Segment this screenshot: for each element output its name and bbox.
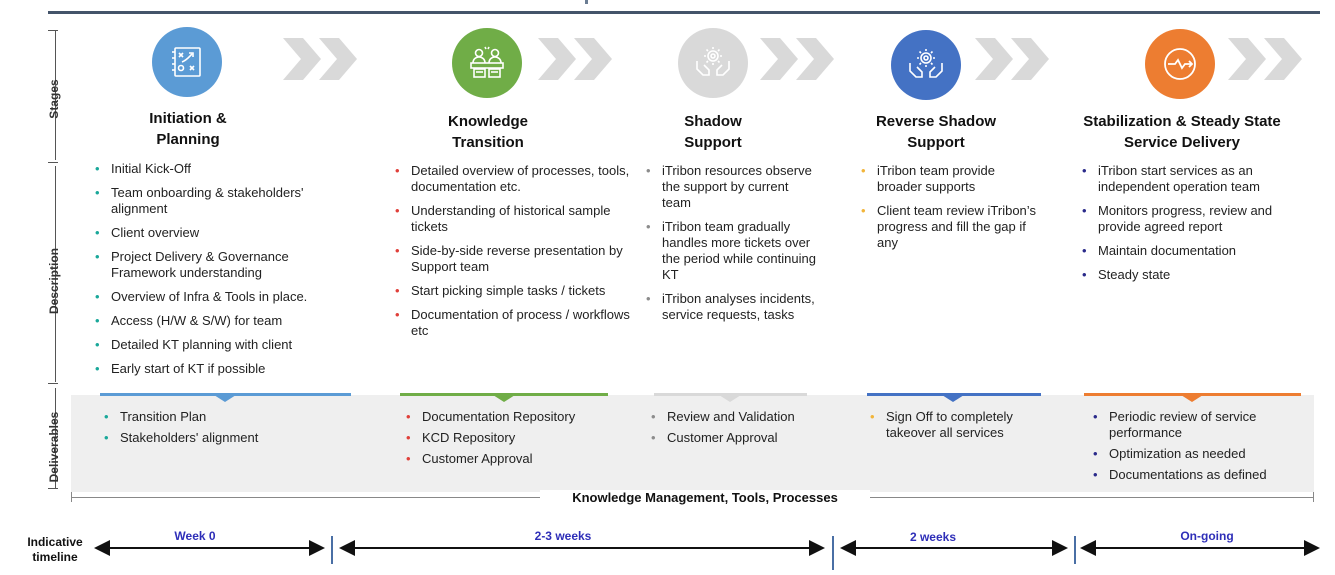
list-item: Detailed KT planning with client [95,337,335,353]
chevron-arrow-4 [975,38,1049,80]
list-item: iTribon start services as an independent… [1082,163,1307,195]
stage-3-icon-circle [678,28,748,98]
list-item: Project Delivery & Governance Framework … [95,249,335,281]
timeline-separator [1074,536,1076,564]
stage-5-icon-circle [1145,29,1215,99]
stage-2-icon-circle [452,28,522,98]
timeline-title: Indicative timeline [27,535,83,564]
stage-3-deliverables-list: Review and Validation Customer Approval [651,409,831,451]
list-item: Customer Approval [651,430,831,446]
list-item: Client team review iTribon’s progress an… [861,203,1036,251]
stage-1-deliverables-list: Transition Plan Stakeholders' alignment [104,409,264,451]
list-item: Sign Off to completely takeover all serv… [870,409,1045,441]
stage-2-deliverables-list: Documentation Repository KCD Repository … [406,409,626,472]
list-item: Documentation Repository [406,409,626,425]
stage-1-deliverable-notch [214,395,236,402]
list-item: Periodic review of service performance [1093,409,1293,441]
top-rule-tick [585,0,588,4]
row-label-stages: Stages [47,79,61,119]
list-item: Monitors progress, review and provide ag… [1082,203,1307,235]
chevron-arrow-3 [760,38,834,80]
stage-2-description-list: Detailed overview of processes, tools, d… [395,163,635,347]
list-item: Side-by-side reverse presentation by Sup… [395,243,635,275]
knowledge-management-label: Knowledge Management, Tools, Processes [540,490,870,505]
bracket-tick [48,383,58,384]
list-item: Documentation of process / workflows etc [395,307,635,339]
row-label-description: Description [47,248,61,315]
stage-4-deliverable-notch [942,395,964,402]
chevron-arrow-5 [1228,38,1302,80]
list-item: Initial Kick-Off [95,161,335,177]
stage-3-deliverable-notch [719,395,741,402]
list-item: iTribon team gradually handles more tick… [646,219,816,283]
list-item: Maintain documentation [1082,243,1307,259]
stages-bracket [55,30,56,160]
stage-1-icon-circle [152,27,222,97]
list-item: Review and Validation [651,409,831,425]
list-item: Documentations as defined [1093,467,1293,483]
knowledge-management-tick-left [71,492,72,502]
timeline-label-2-weeks: 2 weeks [909,530,957,544]
stage-4-deliverables-list: Sign Off to completely takeover all serv… [870,409,1045,446]
stage-2-deliverable-notch [493,395,515,402]
stage-1-description-list: Initial Kick-Off Team onboarding & stake… [95,161,335,385]
chevron-arrow-1 [283,38,357,80]
list-item: Access (H/W & S/W) for team [95,313,335,329]
stage-3-deliverable-bar [654,393,807,396]
list-item: Optimization as needed [1093,446,1293,462]
list-item: Steady state [1082,267,1307,283]
list-item: Transition Plan [104,409,264,425]
stage-4-deliverable-bar [867,393,1041,396]
timeline-separator [331,536,333,564]
list-item: Team onboarding & stakeholders' alignmen… [95,185,335,217]
timeline-label-week0: Week 0 [174,529,216,543]
row-label-deliverables: Deliverables [47,411,61,483]
hands-gear-icon [696,47,730,76]
list-item: Customer Approval [406,451,626,467]
list-item: iTribon analyses incidents, service requ… [646,291,816,323]
stage-5-description-list: iTribon start services as an independent… [1082,163,1307,291]
list-item: Stakeholders' alignment [104,430,264,446]
description-bracket [55,166,56,382]
bracket-tick [48,30,58,31]
stage-1-title: Initiation &Planning [149,110,227,148]
list-item: Detailed overview of processes, tools, d… [395,163,635,195]
list-item: Understanding of historical sample ticke… [395,203,635,235]
meeting-icon [470,46,504,78]
list-item: Overview of Infra & Tools in place. [95,289,335,305]
stage-1-deliverable-bar [100,393,351,396]
list-item: Early start of KT if possible [95,361,335,377]
timeline-label-ongoing: On-going [1180,529,1234,543]
bracket-tick [48,488,58,489]
hands-gear-icon [909,49,943,78]
list-item: Start picking simple tasks / tickets [395,283,635,299]
stage-4-icon-circle [891,30,961,100]
deliverables-bracket [55,388,56,488]
strategy-board-icon [172,47,201,77]
knowledge-management-tick-right [1313,492,1314,502]
chevron-arrow-2 [538,38,612,80]
stage-4-description-list: iTribon team provide broader supports Cl… [861,163,1036,259]
steady-flow-icon [1164,48,1196,80]
list-item: iTribon team provide broader supports [861,163,1036,195]
timeline-arrows [94,540,1320,556]
bracket-tick [48,162,58,163]
timeline-separator [832,536,834,570]
stage-5-deliverables-list: Periodic review of service performance O… [1093,409,1293,488]
timeline-label-2-3-weeks: 2-3 weeks [534,529,592,543]
stage-2-deliverable-bar [400,393,608,396]
stage-5-deliverable-notch [1181,395,1203,402]
stage-3-description-list: iTribon resources observe the support by… [646,163,816,331]
list-item: Client overview [95,225,335,241]
stage-5-deliverable-bar [1084,393,1301,396]
list-item: KCD Repository [406,430,626,446]
top-rule [48,11,1320,14]
list-item: iTribon resources observe the support by… [646,163,816,211]
